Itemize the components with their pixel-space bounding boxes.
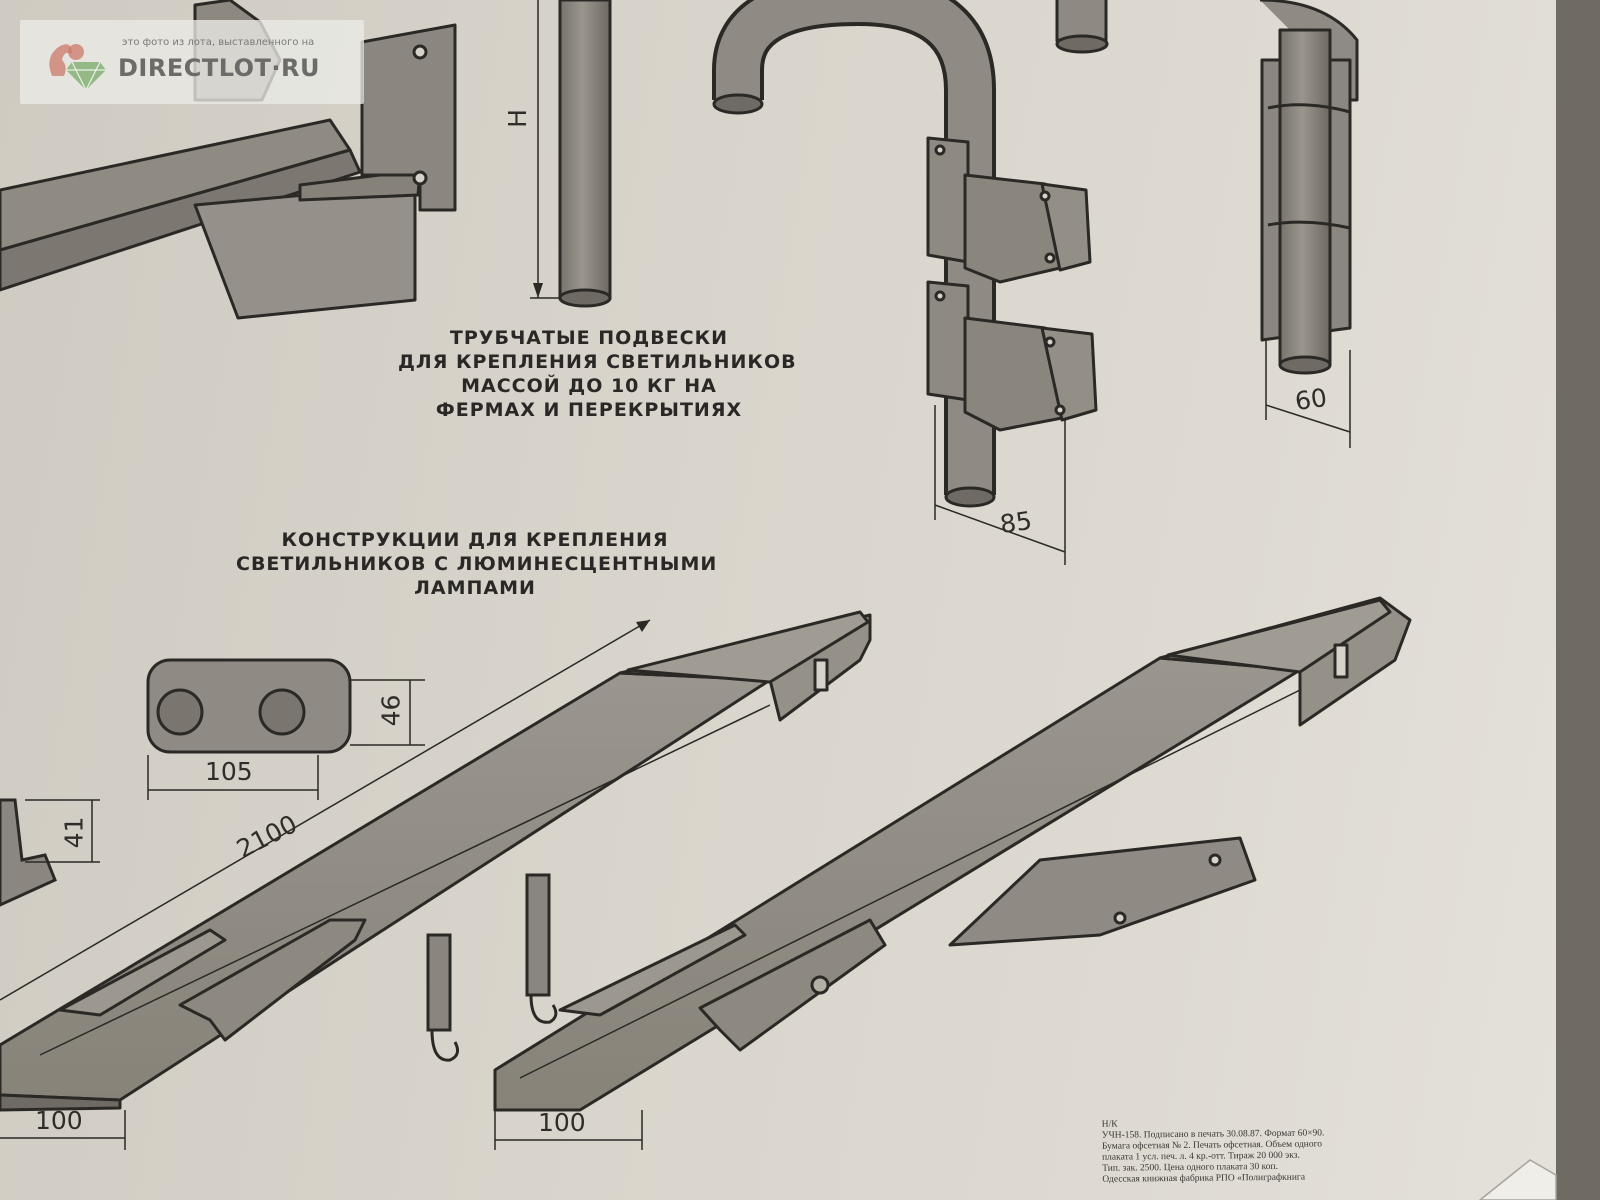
right-tube-suspension bbox=[1259, 0, 1359, 375]
tube-suspension bbox=[530, 0, 612, 308]
right-beam bbox=[493, 596, 1412, 1112]
caption-line: СВЕТИЛЬНИКОВ С ЛЮМИНЕСЦЕНТНЫМИ bbox=[236, 553, 718, 575]
squirrel-diamond-logo-icon bbox=[49, 44, 106, 92]
left-profile bbox=[0, 798, 100, 907]
caption-line: МАССОЙ ДО 10 КГ НА bbox=[461, 375, 717, 397]
dim-2100-line bbox=[0, 619, 651, 1001]
caption-fluorescent-fixtures: КОНСТРУКЦИИ ДЛЯ КРЕПЛЕНИЯ СВЕТИЛЬНИКОВ С… bbox=[236, 528, 718, 600]
small-tube bbox=[1055, 0, 1109, 54]
top-left-bracket bbox=[0, 0, 457, 320]
watermark: это фото из лота, выставленного на DIREC… bbox=[20, 20, 364, 104]
watermark-brand: DIRECTLOT·RU bbox=[118, 54, 321, 82]
dim-label-60: 60 bbox=[1293, 382, 1329, 417]
caption-line: ФЕРМАХ И ПЕРЕКРЫТИЯХ bbox=[435, 399, 743, 421]
dim-label-h: Н bbox=[502, 109, 532, 128]
watermark-caption: это фото из лота, выставленного на bbox=[122, 37, 315, 48]
dim-100-right-line bbox=[494, 1110, 643, 1150]
dim-105-46-lines bbox=[147, 679, 425, 800]
dim-100-left-line bbox=[0, 1110, 126, 1150]
caption-line: ТРУБЧАТЫЕ ПОДВЕСКИ bbox=[449, 327, 729, 349]
dim-label-46: 46 bbox=[376, 694, 406, 727]
dim-85-line bbox=[934, 405, 1066, 565]
caption-line: КОНСТРУКЦИИ ДЛЯ КРЕПЛЕНИЯ bbox=[281, 529, 669, 551]
caption-line: ДЛЯ КРЕПЛЕНИЯ СВЕТИЛЬНИКОВ bbox=[398, 351, 797, 373]
hook-suspension bbox=[712, 0, 996, 508]
dim-label-85: 85 bbox=[998, 505, 1034, 540]
dim-60-line bbox=[1265, 340, 1351, 448]
dim-label-105: 105 bbox=[205, 757, 253, 786]
end-plate bbox=[146, 658, 352, 754]
hook-clamps bbox=[926, 136, 1098, 432]
hangers bbox=[426, 873, 558, 1062]
caption-line: ЛАМПАМИ bbox=[414, 577, 536, 599]
poster-torn-edge bbox=[1478, 1159, 1557, 1200]
left-beam bbox=[0, 610, 872, 1112]
printer-imprint: Н/К УЧН-158. Подписано в печать 30.08.87… bbox=[1102, 1116, 1438, 1186]
dim-label-100-left: 100 bbox=[35, 1106, 83, 1135]
dim-label-41: 41 bbox=[59, 816, 89, 849]
caption-tubular-suspensions: ТРУБЧАТЫЕ ПОДВЕСКИ ДЛЯ КРЕПЛЕНИЯ СВЕТИЛЬ… bbox=[398, 326, 797, 422]
dim-label-100-right: 100 bbox=[538, 1108, 586, 1137]
